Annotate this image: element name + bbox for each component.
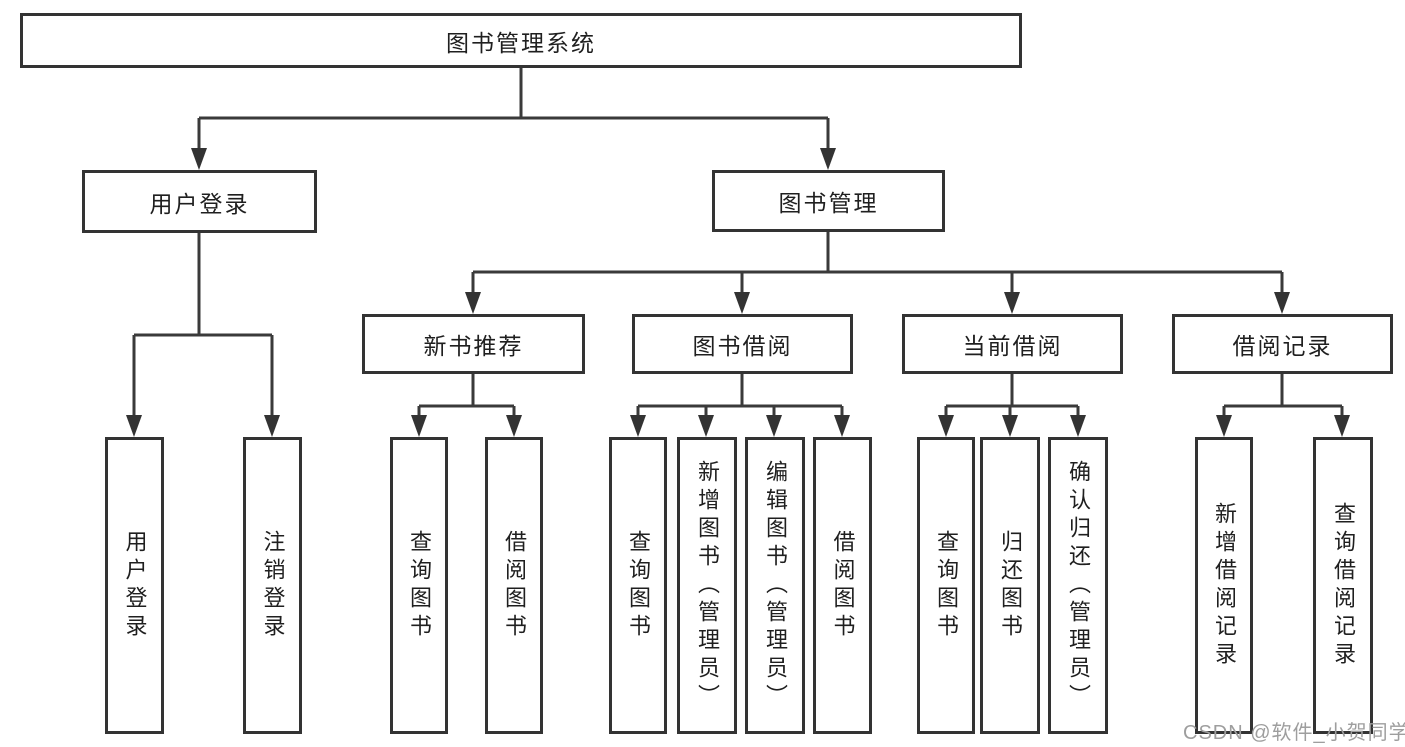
leaf-confirm-return-admin: 确认归还（管理员）	[1048, 437, 1108, 734]
leaf-query-books-3: 查询图书	[917, 437, 975, 734]
arrowhead	[1002, 415, 1018, 437]
node-user-login: 用户登录	[82, 170, 317, 233]
leaf-logout: 注销登录	[243, 437, 302, 734]
arrowhead	[834, 415, 850, 437]
leaf-borrow-books-1: 借阅图书	[485, 437, 543, 734]
arrowhead	[938, 415, 954, 437]
leaf-user-login: 用户登录	[105, 437, 164, 734]
leaf-query-books-1: 查询图书	[390, 437, 448, 734]
connector-currentborrow-to-leaves	[944, 374, 1080, 418]
arrowhead	[820, 148, 836, 170]
arrowhead	[465, 292, 481, 314]
arrowhead	[766, 415, 782, 437]
leaf-add-borrow-record: 新增借阅记录	[1195, 437, 1253, 734]
arrowhead	[1334, 415, 1350, 437]
leaf-borrow-books-2: 借阅图书	[813, 437, 872, 734]
arrowhead	[630, 415, 646, 437]
leaf-query-books-2: 查询图书	[609, 437, 667, 734]
arrowhead	[506, 415, 522, 437]
leaf-add-books-admin: 新增图书（管理员）	[677, 437, 737, 734]
node-new-book-recommend: 新书推荐	[362, 314, 585, 374]
arrowhead	[698, 415, 714, 437]
arrowhead	[1070, 415, 1086, 437]
arrowhead	[1216, 415, 1232, 437]
arrowhead	[191, 148, 207, 170]
csdn-watermark: CSDN @软件_小贺同学	[1183, 722, 1405, 744]
node-book-management: 图书管理	[712, 170, 945, 232]
node-borrowing-records: 借阅记录	[1172, 314, 1393, 374]
arrowhead	[734, 292, 750, 314]
arrowhead	[264, 415, 280, 437]
leaf-edit-books-admin: 编辑图书（管理员）	[745, 437, 805, 734]
leaf-query-borrow-record: 查询借阅记录	[1313, 437, 1373, 734]
node-current-borrowing: 当前借阅	[902, 314, 1123, 374]
node-book-management-system: 图书管理系统	[20, 13, 1022, 68]
arrowhead	[1004, 292, 1020, 314]
arrowhead	[1274, 292, 1290, 314]
connector-userlogin-to-leaves	[132, 233, 274, 418]
leaf-return-books: 归还图书	[980, 437, 1040, 734]
arrowhead	[126, 415, 142, 437]
connector-newbooks-to-leaves	[417, 374, 516, 418]
arrowhead	[411, 415, 427, 437]
connector-root-to-level2	[197, 68, 830, 150]
connector-bookmgmt-to-level3	[471, 232, 1284, 294]
connector-borrowrecords-to-leaves	[1222, 374, 1344, 418]
connector-bookborrow-to-leaves	[636, 374, 844, 418]
node-book-borrowing: 图书借阅	[632, 314, 853, 374]
